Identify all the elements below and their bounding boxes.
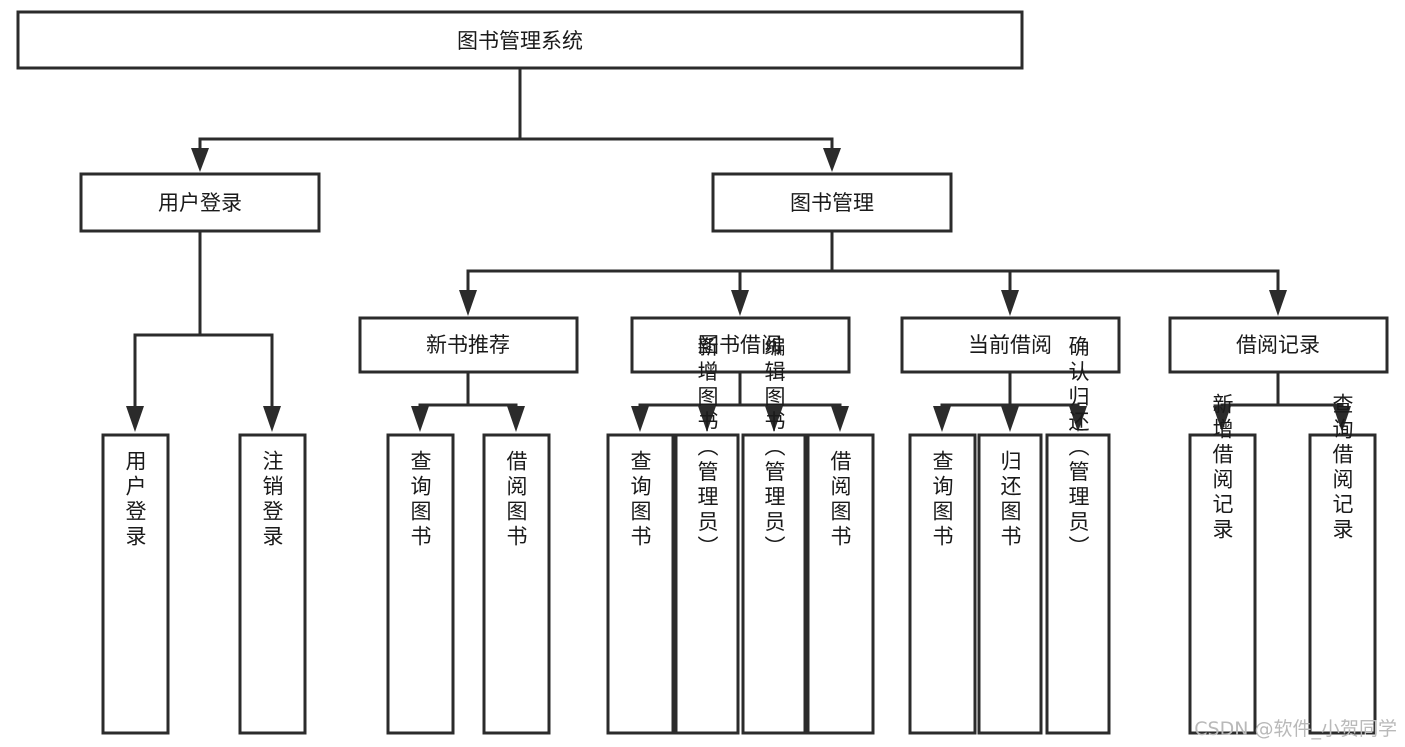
- node-leaf-add-record-box[interactable]: [1188, 433, 1257, 735]
- node-leaf-edit-book-box[interactable]: [741, 433, 807, 735]
- node-leaf-query-record[interactable]: 查询借阅记录: [1308, 393, 1377, 735]
- node-leaf-logout-login[interactable]: 注销登录: [238, 433, 307, 735]
- node-leaf-add-book-box[interactable]: [674, 433, 740, 735]
- arrow-head-leaf-query-record: [1333, 406, 1351, 432]
- node-leaf-query-book-1-label: 查询图书: [408, 450, 432, 550]
- arrow-head-leaf-return-book: [1001, 406, 1019, 432]
- node-book-borrow-box[interactable]: [630, 316, 851, 374]
- arrow-head-new-book-recommend: [459, 290, 477, 316]
- arrow-head-leaf-query-book-2: [631, 406, 649, 432]
- arrow-head-leaf-query-book-1: [411, 406, 429, 432]
- node-leaf-add-record[interactable]: 新增借阅记录: [1188, 393, 1257, 735]
- arrow-head-leaf-add-book: [698, 406, 716, 432]
- node-root[interactable]: 图书管理系统: [16, 10, 1024, 70]
- node-leaf-add-book[interactable]: 新增图书（管理员）: [674, 336, 740, 735]
- node-leaf-query-book-1[interactable]: 查询图书: [386, 433, 455, 735]
- node-leaf-borrow-book-1-label: 借阅图书: [504, 450, 528, 550]
- node-leaf-return-book-label: 归还图书: [998, 450, 1022, 550]
- arrow-head-borrow-record: [1269, 290, 1287, 316]
- node-leaf-user-login[interactable]: 用户登录: [101, 433, 170, 735]
- node-leaf-logout-login-box[interactable]: [238, 433, 307, 735]
- node-book-manage[interactable]: 图书管理: [711, 172, 953, 233]
- arrow-head-current-borrow: [1001, 290, 1019, 316]
- node-user-login-label: 用户登录: [158, 191, 242, 215]
- node-book-manage-box[interactable]: [711, 172, 953, 233]
- node-leaf-user-login-label: 用户登录: [123, 450, 147, 550]
- node-leaf-query-book-3-box[interactable]: [908, 433, 977, 735]
- node-leaf-return-book-box[interactable]: [977, 433, 1043, 735]
- node-leaf-query-record-label: 查询借阅记录: [1330, 393, 1354, 543]
- node-leaf-borrow-book-1[interactable]: 借阅图书: [482, 433, 551, 735]
- node-leaf-confirm-return[interactable]: 确认归还（管理员）: [1045, 336, 1111, 735]
- arrow-head-leaf-user-login: [126, 406, 144, 432]
- arrow-head-book-borrow: [731, 290, 749, 316]
- arrow-head-leaf-edit-book: [765, 406, 783, 432]
- arrow-head-leaf-borrow-book-2: [831, 406, 849, 432]
- node-new-book-recommend[interactable]: 新书推荐: [358, 316, 579, 374]
- arrow-head-user-login: [191, 148, 209, 172]
- node-root-box[interactable]: [16, 10, 1024, 70]
- node-leaf-borrow-book-2-label: 借阅图书: [828, 450, 852, 550]
- node-book-borrow[interactable]: 图书借阅: [630, 316, 851, 374]
- node-leaf-borrow-book-2[interactable]: 借阅图书: [806, 433, 875, 735]
- node-user-login-box[interactable]: [79, 172, 321, 233]
- arrow-head-book-manage: [823, 148, 841, 172]
- node-leaf-confirm-return-box[interactable]: [1045, 433, 1111, 735]
- node-new-book-recommend-label: 新书推荐: [426, 333, 510, 357]
- node-borrow-record[interactable]: 借阅记录: [1168, 316, 1389, 374]
- node-leaf-edit-book[interactable]: 编辑图书（管理员）: [741, 336, 807, 735]
- arrow-head-leaf-logout-login: [263, 406, 281, 432]
- node-leaf-query-book-3-label: 查询图书: [930, 450, 954, 550]
- node-current-borrow[interactable]: 当前借阅: [900, 316, 1121, 374]
- arrow-head-leaf-add-record: [1213, 406, 1231, 432]
- arrow-head-leaf-borrow-book-1: [507, 406, 525, 432]
- node-borrow-record-box[interactable]: [1168, 316, 1389, 374]
- node-leaf-confirm-return-label: 确认归还（管理员）: [1066, 336, 1090, 561]
- node-book-borrow-label: 图书借阅: [698, 333, 782, 357]
- connector-group: [126, 66, 1351, 432]
- node-leaf-user-login-box[interactable]: [101, 433, 170, 735]
- node-leaf-query-book-2[interactable]: 查询图书: [606, 433, 675, 735]
- node-leaf-query-record-box[interactable]: [1308, 433, 1377, 735]
- node-leaf-add-book-label: 新增图书（管理员）: [695, 336, 719, 561]
- node-root-label: 图书管理系统: [457, 29, 583, 53]
- node-leaf-add-record-label: 新增借阅记录: [1210, 393, 1234, 543]
- node-borrow-record-label: 借阅记录: [1236, 333, 1320, 357]
- node-user-login[interactable]: 用户登录: [79, 172, 321, 233]
- node-current-borrow-box[interactable]: [900, 316, 1121, 374]
- node-leaf-borrow-book-2-box[interactable]: [806, 433, 875, 735]
- node-leaf-edit-book-label: 编辑图书（管理员）: [762, 336, 786, 561]
- node-leaf-query-book-2-label: 查询图书: [628, 450, 652, 550]
- arrow-head-leaf-confirm-return: [1069, 406, 1087, 432]
- node-leaf-query-book-1-box[interactable]: [386, 433, 455, 735]
- node-book-manage-label: 图书管理: [790, 191, 874, 215]
- node-new-book-recommend-box[interactable]: [358, 316, 579, 374]
- node-leaf-logout-login-label: 注销登录: [260, 450, 284, 550]
- node-current-borrow-label: 当前借阅: [968, 333, 1052, 357]
- node-leaf-query-book-2-box[interactable]: [606, 433, 675, 735]
- node-leaf-borrow-book-1-box[interactable]: [482, 433, 551, 735]
- node-leaf-return-book[interactable]: 归还图书: [977, 433, 1043, 735]
- node-leaf-query-book-3[interactable]: 查询图书: [908, 433, 977, 735]
- arrow-head-leaf-query-book-3: [933, 406, 951, 432]
